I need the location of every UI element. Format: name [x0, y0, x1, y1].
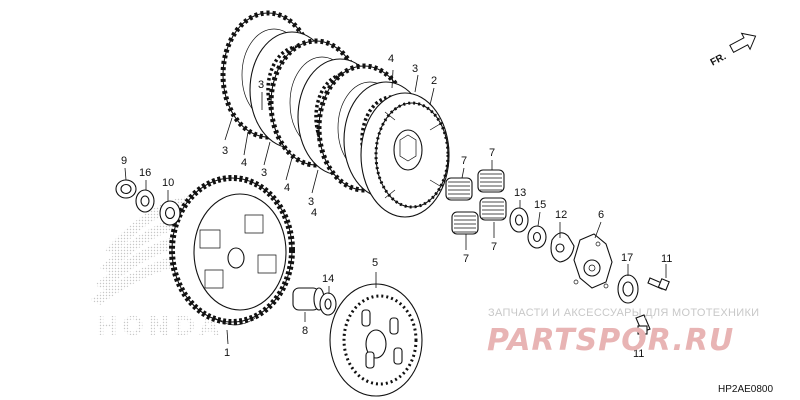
thrust-washer [159, 200, 181, 226]
bolt-lower [635, 314, 651, 335]
clutch-outer [169, 175, 295, 326]
callout-10: 10 [162, 177, 174, 189]
callout-7: 7 [491, 241, 497, 253]
front-direction-label: FR. [709, 51, 729, 68]
callout-16: 16 [139, 167, 151, 179]
pressure-plate [329, 283, 423, 397]
front-direction-indicator: FR. [709, 32, 757, 69]
callout-17: 17 [621, 252, 633, 264]
callout-9: 9 [121, 155, 127, 167]
callout-3: 3 [261, 167, 267, 179]
callout-11: 11 [661, 253, 672, 265]
watermark-caption: ЗАПЧАСТИ И АКСЕССУАРЫ ДЛЯ МОТОТЕХНИКИ [488, 307, 759, 319]
washer-15 [527, 225, 547, 249]
watermark-brand: PARTSPOR.RU [487, 323, 734, 358]
callout-2: 2 [431, 75, 437, 87]
callout-12: 12 [555, 209, 567, 221]
callout-6: 6 [598, 209, 604, 221]
clutch-spring [477, 169, 505, 193]
callout-3: 3 [412, 63, 418, 75]
callout-13: 13 [514, 187, 526, 199]
clutch-spring [479, 197, 507, 221]
clutch-spring [445, 177, 473, 201]
callout-8: 8 [302, 325, 308, 337]
callout-4: 4 [241, 157, 247, 169]
washer-13 [509, 207, 529, 233]
clutch-springs [445, 169, 507, 235]
callout-7: 7 [461, 155, 467, 167]
callout-3: 3 [258, 79, 264, 91]
callout-4: 4 [388, 53, 394, 65]
callout-14: 14 [322, 273, 334, 285]
bearing [617, 274, 639, 304]
collar [292, 287, 325, 311]
lock-nut [115, 179, 137, 199]
bolt-upper [647, 277, 670, 291]
callout-15: 15 [534, 199, 546, 211]
callout-7: 7 [463, 253, 469, 265]
callout-5: 5 [372, 257, 378, 269]
lifter-plate [573, 233, 613, 289]
washer-14 [319, 292, 337, 316]
clutch-spring [451, 211, 479, 235]
callout-11: 11 [633, 348, 644, 360]
callout-7: 7 [489, 147, 495, 159]
callout-1: 1 [224, 347, 230, 359]
callout-3: 3 [222, 145, 228, 157]
clutch-center [360, 92, 450, 218]
honda-logo-word: HONDA [96, 312, 223, 342]
callout-4: 4 [311, 207, 317, 219]
leader-lines [124, 69, 667, 345]
lock-washer [135, 189, 155, 213]
callout-labels: 1 2 3 3 3 3 3 4 4 4 4 5 6 7 7 7 7 8 9 10… [121, 53, 672, 360]
callout-4: 4 [284, 182, 290, 194]
clutch-lifter [550, 232, 575, 263]
diagram-code: HP2AE0800 [718, 384, 773, 395]
front-arrow-icon [729, 32, 757, 54]
callout-3: 3 [308, 196, 314, 208]
